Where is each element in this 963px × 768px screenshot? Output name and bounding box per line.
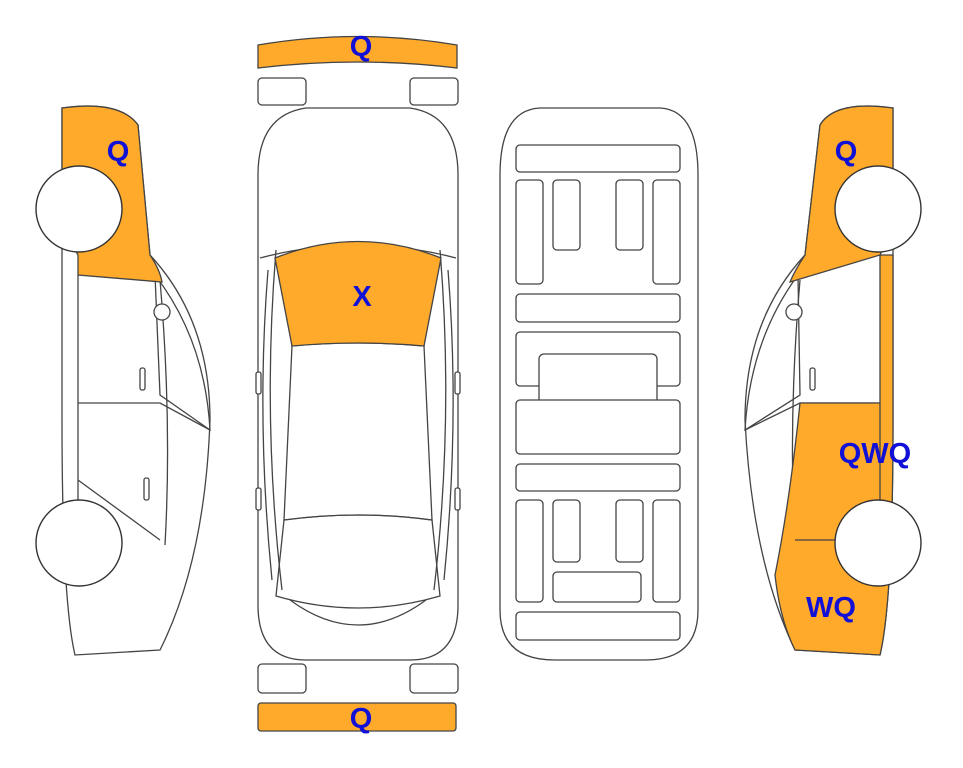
mark-rear-bumper: Q <box>350 703 373 735</box>
car-top-view <box>255 107 461 661</box>
front-left-lamp <box>257 77 307 106</box>
front-right-lamp <box>409 77 459 106</box>
right-front-wheel <box>834 165 922 253</box>
rear-bumper[interactable] <box>257 702 457 732</box>
windshield[interactable] <box>274 240 442 347</box>
right-rear-wheel <box>834 499 922 587</box>
car-underside-view <box>499 107 699 661</box>
rear-left-lamp <box>257 663 307 694</box>
mark-right-front-fender: Q <box>835 136 858 168</box>
mark-windshield: X <box>352 281 372 313</box>
mark-right-rear-quarter: WQ <box>806 592 856 624</box>
mark-right-rear-door: QWQ <box>839 438 912 470</box>
left-rear-wheel <box>35 499 123 587</box>
left-front-wheel <box>35 165 123 253</box>
front-bumper[interactable] <box>257 35 458 69</box>
rear-right-lamp <box>409 663 459 694</box>
mark-left-front-fender: Q <box>107 136 130 168</box>
mark-front-bumper: Q <box>350 31 373 63</box>
